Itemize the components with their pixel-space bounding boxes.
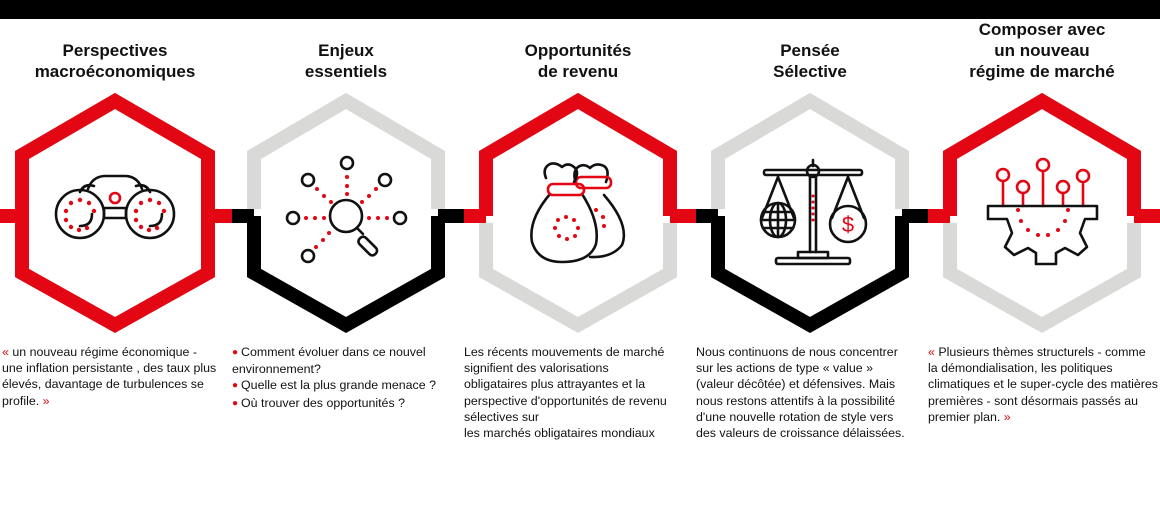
hexagon-2 — [247, 92, 445, 334]
bullet-item: ●Comment évoluer dans ce nouvel environn… — [232, 345, 426, 377]
step-1-body: « un nouveau régime économique - une inf… — [2, 345, 217, 408]
step-4-title: Pensée Sélective — [773, 41, 847, 81]
top-black-bar — [0, 0, 1160, 19]
money-bags-icon — [530, 162, 626, 264]
step-3-title: Opportunités de revenu — [524, 41, 632, 81]
bullet-item: ●Où trouver des opportunités ? — [232, 395, 405, 410]
hexagon-4 — [711, 92, 909, 334]
magnifier-network-icon — [285, 155, 408, 264]
step-3-body: Les récents mouvements de marché signifi… — [464, 345, 667, 441]
svg-text:$: $ — [842, 212, 854, 237]
connector-line — [0, 209, 1160, 223]
step-2-title: Enjeux essentiels — [304, 41, 388, 81]
hexagon-5 — [943, 92, 1141, 334]
step-5-body: « Plusieurs thèmes structurels - comme l… — [928, 345, 1159, 424]
hexagon-1 — [15, 92, 215, 334]
bullet-icon: ● — [232, 347, 239, 358]
binoculars-icon — [54, 174, 176, 240]
close-quote: » — [1003, 409, 1011, 424]
step-4-body: Nous continuons de nous concentrer sur l… — [696, 345, 905, 441]
bullet-item: ●Quelle est la plus grande menace ? — [232, 378, 436, 393]
close-quote: » — [42, 393, 50, 408]
bullet-icon: ● — [232, 380, 239, 392]
open-quote: « — [2, 345, 9, 359]
step-1-title: Perspectives macroéconomiques — [34, 41, 196, 81]
balance-scale-globe-dollar-icon: $ — [759, 158, 868, 266]
open-quote: « — [928, 345, 935, 359]
hexagon-3 — [479, 92, 677, 334]
step-5-title: Composer avec un nouveau régime de march… — [969, 20, 1115, 81]
step-2-body: ●Comment évoluer dans ce nouvel environn… — [232, 344, 454, 412]
gear-circuit-icon — [986, 157, 1099, 266]
bullet-icon: ● — [232, 397, 239, 409]
